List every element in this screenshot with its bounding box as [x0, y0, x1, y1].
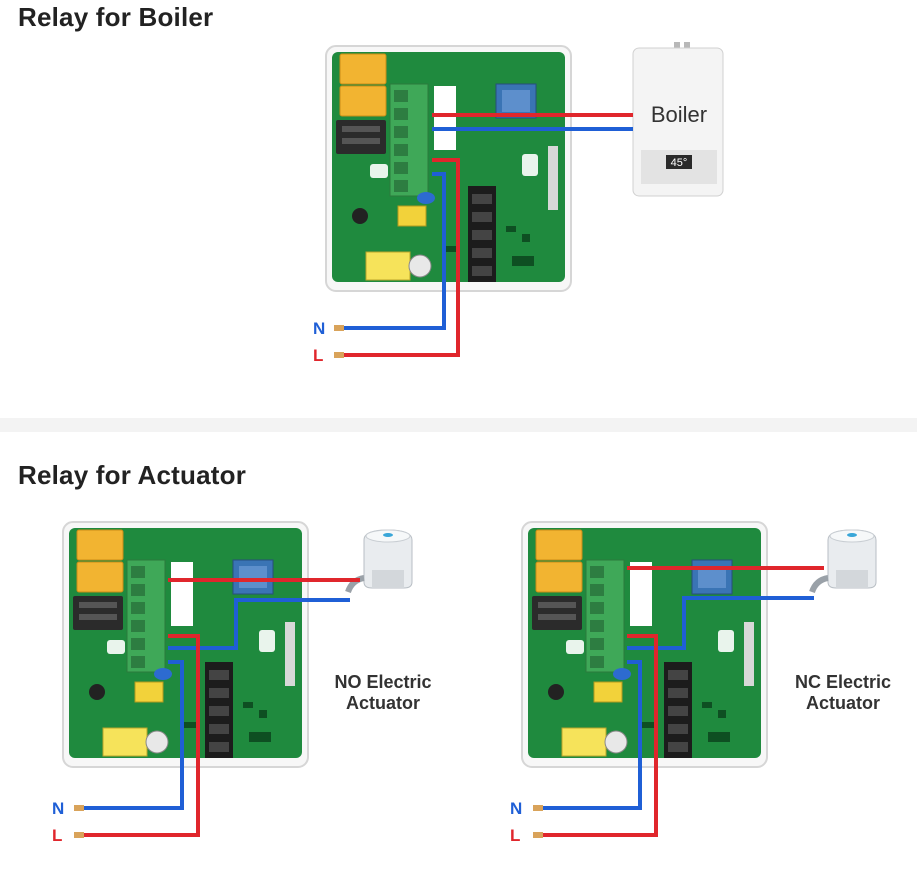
boiler-n-supply-wire	[336, 172, 446, 330]
boiler-n-label: N	[313, 319, 325, 338]
section-title-boiler: Relay for Boiler	[18, 2, 214, 32]
no-actuator	[348, 530, 412, 592]
nc-caption-line2: Actuator	[805, 693, 880, 713]
no-actuator-caption: NO Electric Actuator	[318, 672, 448, 714]
nc-actuator-caption: NC Electric Actuator	[778, 672, 908, 714]
boiler-l-label: L	[313, 346, 323, 365]
boiler-label: Boiler	[651, 102, 707, 127]
boiler-l-supply-wire	[336, 158, 460, 357]
nc-n-supply-wire	[535, 660, 642, 810]
nc-caption-line1: NC Electric	[794, 672, 892, 692]
section-title-actuator: Relay for Actuator	[18, 460, 247, 490]
no-l-supply-wire	[76, 634, 200, 837]
nc-l-supply-wire	[535, 634, 658, 837]
boiler-unit: 45° Boiler	[632, 42, 724, 197]
thermostat-board-boiler	[325, 45, 572, 292]
no-caption-line1: NO Electric	[334, 672, 432, 692]
no-n-label: N	[52, 799, 64, 818]
no-l-label: L	[52, 826, 62, 845]
section-divider	[0, 418, 917, 432]
boiler-display: 45°	[671, 157, 688, 169]
no-actuator-blue-wire	[168, 598, 350, 650]
thermostat-board-nc	[521, 521, 768, 768]
nc-l-label: L	[510, 826, 520, 845]
nc-n-label: N	[510, 799, 522, 818]
thermostat-board-no	[62, 521, 309, 768]
no-n-supply-wire	[76, 660, 184, 810]
nc-actuator	[812, 530, 876, 592]
no-caption-line2: Actuator	[345, 693, 420, 713]
